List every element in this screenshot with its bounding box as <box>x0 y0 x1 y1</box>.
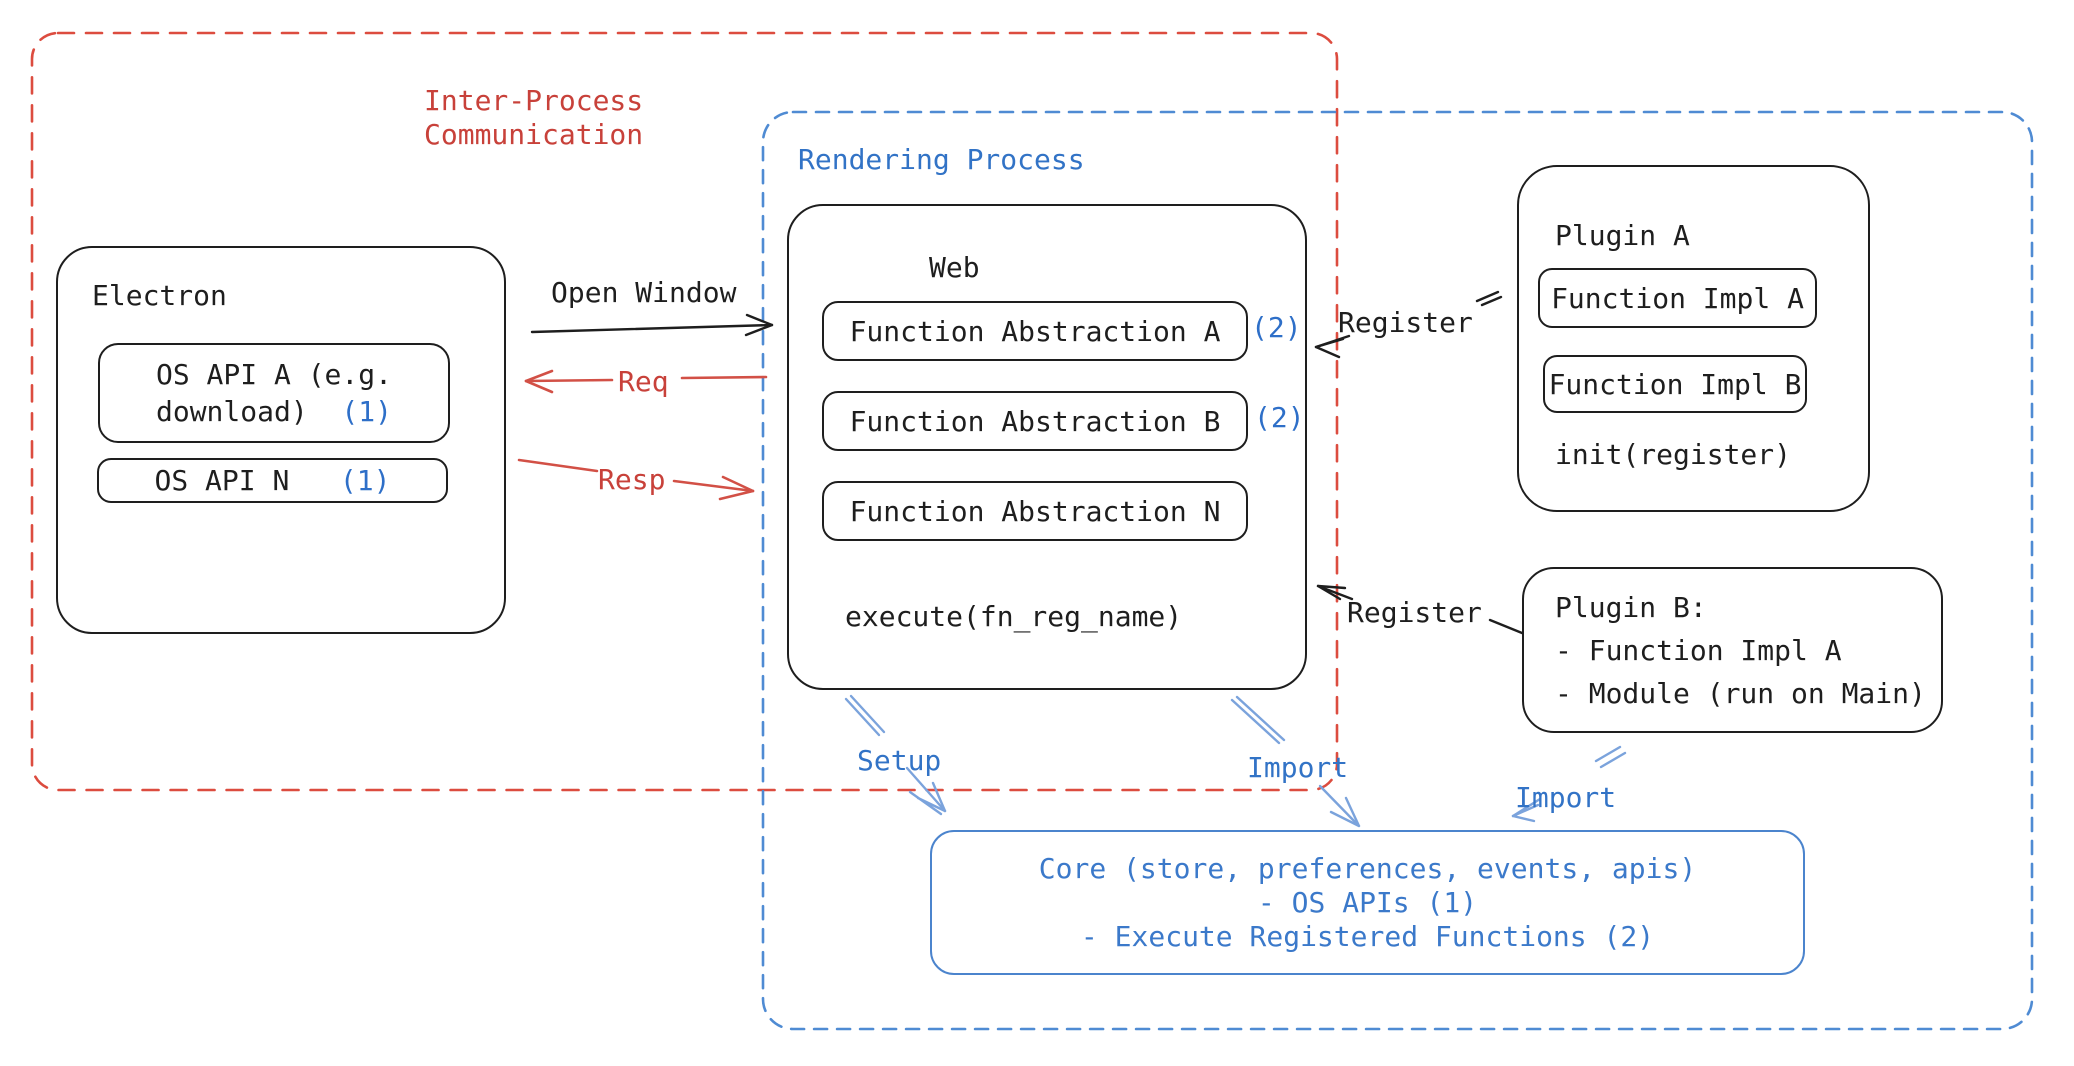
import-middle-label: Import <box>1247 751 1349 784</box>
function-abstraction-n-box: Function Abstraction N <box>822 481 1248 541</box>
os-api-a-line2: download) (1) <box>155 395 392 428</box>
execute-label: execute(fn_reg_name) <box>845 600 1183 633</box>
plugin-a-title: Plugin A <box>1555 219 1690 252</box>
setup-label: Setup <box>857 744 942 777</box>
function-impl-b-box: Function Impl B <box>1543 355 1807 413</box>
web-title: Web <box>929 251 980 284</box>
function-impl-a-box: Function Impl A <box>1538 268 1817 328</box>
ipc-region-border <box>30 31 1339 792</box>
open-window-label: Open Window <box>551 276 737 309</box>
open-window-arrow <box>530 313 774 337</box>
plugin-b-item-2: - Module (run on Main) <box>1555 676 1926 710</box>
function-abstraction-a-label: Function Abstraction A <box>849 314 1221 348</box>
req-arrow <box>524 369 768 394</box>
req-label: Req <box>618 365 669 398</box>
plugin-a-box <box>1517 165 1870 512</box>
import-middle-arrow <box>1230 695 1361 828</box>
function-impl-a-label: Function Impl A <box>1551 281 1804 315</box>
function-abstraction-b-label: Function Abstraction B <box>849 404 1221 438</box>
core-line-1: Core (store, preferences, events, apis) <box>1038 851 1697 885</box>
register-bottom-arrow <box>1316 584 1524 635</box>
function-impl-b-label: Function Impl B <box>1548 367 1802 401</box>
os-api-n-box: OS API N (1) <box>97 458 448 503</box>
os-api-a-badge <box>308 395 342 428</box>
init-register-label: init(register) <box>1555 438 1792 471</box>
rendering-region-label: Rendering Process <box>798 143 1085 176</box>
electron-title: Electron <box>92 279 227 312</box>
web-box <box>787 204 1307 690</box>
register-top-arrow <box>1314 290 1503 359</box>
core-line-2: - OS APIs (1) <box>1257 885 1478 919</box>
setup-arrow <box>844 694 947 816</box>
function-abstraction-n-label: Function Abstraction N <box>849 494 1221 528</box>
core-line-3: - Execute Registered Functions (2) <box>1080 919 1655 953</box>
plugin-b-box: Plugin B: - Function Impl A - Module (ru… <box>1522 567 1943 733</box>
register-top-label: Register <box>1338 306 1473 339</box>
os-api-a-box: OS API A (e.g. download) (1) <box>98 343 450 443</box>
rendering-region-border <box>761 110 2034 1031</box>
resp-arrow <box>517 458 755 501</box>
import-right-label: Import <box>1515 781 1617 814</box>
function-abstraction-b-box: Function Abstraction B <box>822 391 1248 451</box>
os-api-a-line1: OS API A (e.g. <box>155 358 392 391</box>
import-right-arrow <box>1511 745 1627 823</box>
plugin-b-item-1: - Function Impl A <box>1555 633 1842 667</box>
electron-box <box>56 246 506 634</box>
plugin-b-title: Plugin B: <box>1555 590 1707 624</box>
resp-label: Resp <box>598 463 666 496</box>
function-abstraction-a-box: Function Abstraction A <box>822 301 1248 361</box>
os-api-n-line: OS API N (1) <box>154 464 391 497</box>
core-box: Core (store, preferences, events, apis) … <box>930 830 1805 975</box>
register-bottom-label: Register <box>1347 596 1482 629</box>
function-abstraction-a-badge: (2) <box>1251 311 1302 344</box>
function-abstraction-b-badge: (2) <box>1254 401 1305 434</box>
